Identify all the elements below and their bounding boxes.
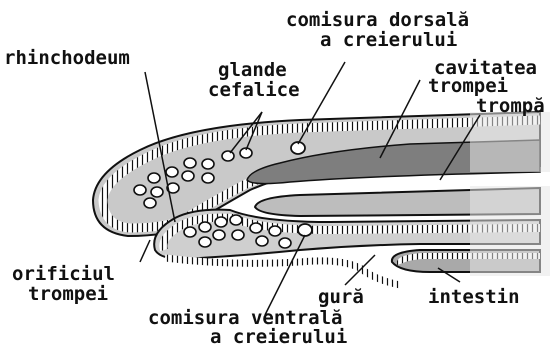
ventral-commissure <box>298 224 312 236</box>
label-comisura-dorsala-1: comisura dorsală <box>286 10 469 30</box>
label-trompei-lower: trompei <box>28 284 108 304</box>
label-comisura-ventrala-1: comisura ventrală <box>148 308 342 328</box>
label-orificiul: orificiul <box>12 264 115 284</box>
label-comisura-ventrala-2: a creierului <box>210 327 347 347</box>
label-comisura-dorsala-2: a creierului <box>320 30 457 50</box>
label-glande: glande <box>218 60 287 80</box>
label-intestin: intestin <box>428 287 520 307</box>
label-rhinchodeum: rhinchodeum <box>4 48 130 68</box>
fade-right-lower <box>470 186 550 276</box>
fade-right-upper <box>470 112 550 172</box>
label-gura: gură <box>318 287 364 307</box>
label-trompei-upper: trompei <box>428 76 508 96</box>
label-cefalice: cefalice <box>208 80 300 100</box>
label-trompa: trompă <box>476 96 545 116</box>
